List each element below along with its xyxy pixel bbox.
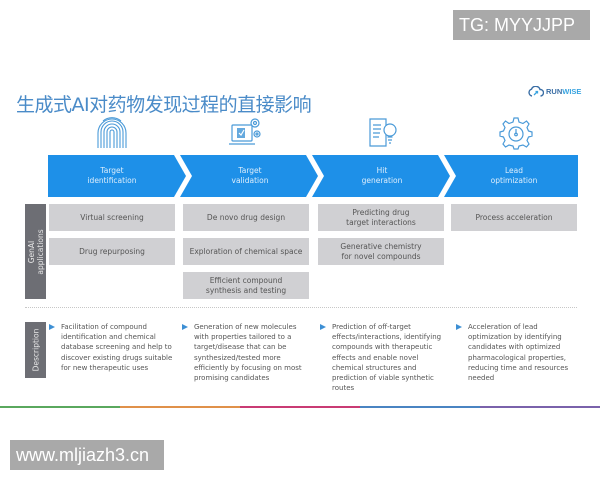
bullet-triangle-icon: [182, 324, 188, 330]
app-box: Drug repurposing: [49, 238, 175, 265]
app-box: Generative chemistry for novel compounds: [318, 238, 444, 265]
section-divider: [25, 307, 577, 308]
bullet-triangle-icon: [456, 324, 462, 330]
app-box: De novo drug design: [183, 204, 309, 231]
rainbow-footer-line: [0, 406, 600, 408]
description-item: Facilitation of compound identification …: [49, 322, 174, 373]
page-title: 生成式AI对药物发现过程的直接影响: [16, 94, 312, 116]
app-box: Predicting drug target interactions: [318, 204, 444, 231]
fingerprint-icon: [94, 116, 130, 150]
bullet-triangle-icon: [49, 324, 55, 330]
stage-label: Lead optimization: [490, 166, 538, 185]
description-item: Generation of new molecules with propert…: [182, 322, 307, 383]
stage-arrow-hit-generation: Hit generation: [312, 155, 452, 197]
stage-arrow-target-identification: Target identification: [48, 155, 188, 197]
watermark-top: TG: MYYJJPP: [453, 10, 590, 40]
runwise-logo: RUNWISE: [528, 86, 581, 97]
logo-text: RUNWISE: [546, 87, 582, 96]
laptop-gears-icon: [228, 116, 264, 150]
cloud-arrow-icon: [528, 86, 544, 97]
app-box: Efficient compound synthesis and testing: [183, 272, 309, 299]
watermark-bottom: www.mljiazh3.cn: [10, 440, 164, 470]
app-box: Exploration of chemical space: [183, 238, 309, 265]
gear-gauge-icon: [498, 116, 534, 150]
stage-label: Target validation: [231, 166, 269, 185]
app-box: Virtual screening: [49, 204, 175, 231]
app-box: Process acceleration: [451, 204, 577, 231]
description-item: Prediction of off-target effects/interac…: [320, 322, 445, 393]
stage-arrow-lead-optimization: Lead optimization: [444, 155, 578, 197]
stage-label: Target identification: [87, 166, 137, 185]
stage-arrow-target-validation: Target validation: [180, 155, 320, 197]
genai-applications-tab: GenAI applications: [25, 204, 46, 299]
bullet-triangle-icon: [320, 324, 326, 330]
stage-label: Hit generation: [361, 166, 403, 185]
document-lightbulb-icon: [366, 116, 402, 150]
description-tab: Description: [25, 322, 46, 378]
description-item: Acceleration of lead optimization by ide…: [456, 322, 581, 383]
